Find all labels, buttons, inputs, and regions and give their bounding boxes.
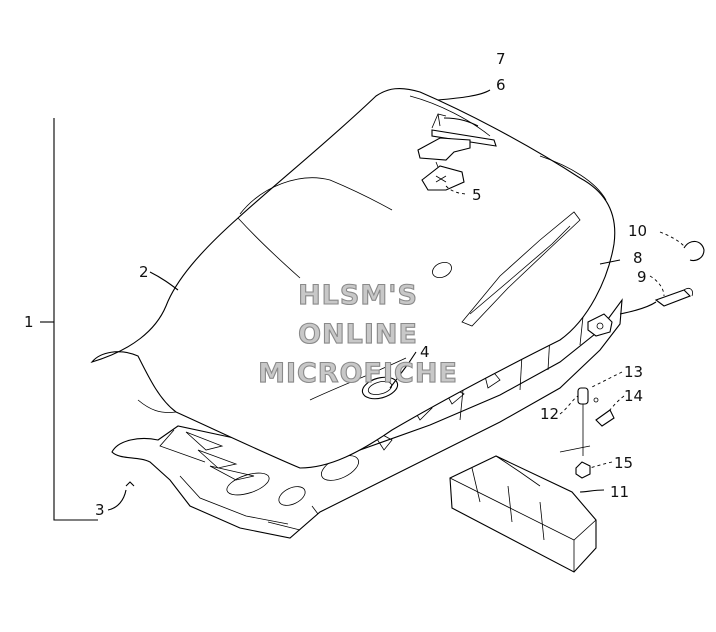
- rear-bracket-part: [417, 113, 497, 173]
- watermark-line-3: MICROFICHE: [258, 358, 458, 389]
- oval-vent-part: [361, 376, 399, 400]
- latch-part: [587, 313, 613, 337]
- callout-5: 5: [472, 186, 482, 204]
- callout-7: 7: [496, 50, 506, 68]
- callout-15: 15: [614, 454, 633, 472]
- callout-6: 6: [496, 76, 506, 94]
- callout-1: 1: [24, 313, 34, 331]
- callout-4: 4: [420, 343, 430, 361]
- callout-13: 13: [624, 363, 643, 381]
- hook-part: [654, 288, 693, 307]
- callout-12: 12: [540, 405, 559, 423]
- callout-labels: 1 2 3 4 5 6 7 8 9 10 11 12 13 14 15: [24, 50, 647, 519]
- watermark-line-1: HLSM'S: [298, 280, 418, 311]
- callout-9: 9: [637, 268, 647, 286]
- callout-8: 8: [633, 249, 643, 267]
- foam-block-part: [449, 455, 597, 573]
- callout-14: 14: [624, 387, 643, 405]
- small-fastener-part: [125, 481, 135, 487]
- leader-lines: [107, 89, 685, 511]
- callout-10: 10: [628, 222, 647, 240]
- fastener-stack-part: [559, 387, 615, 479]
- callout-2: 2: [139, 263, 149, 281]
- watermark-line-2: ONLINE: [298, 319, 418, 350]
- watermark: HLSM'S ONLINE MICROFICHE: [258, 279, 458, 389]
- seat-cushion-part: [90, 87, 616, 469]
- clip-part: [683, 240, 705, 262]
- assembly-bracket: [40, 118, 98, 521]
- pad-part: [421, 165, 465, 191]
- callout-11: 11: [610, 483, 629, 501]
- callout-3: 3: [95, 501, 105, 519]
